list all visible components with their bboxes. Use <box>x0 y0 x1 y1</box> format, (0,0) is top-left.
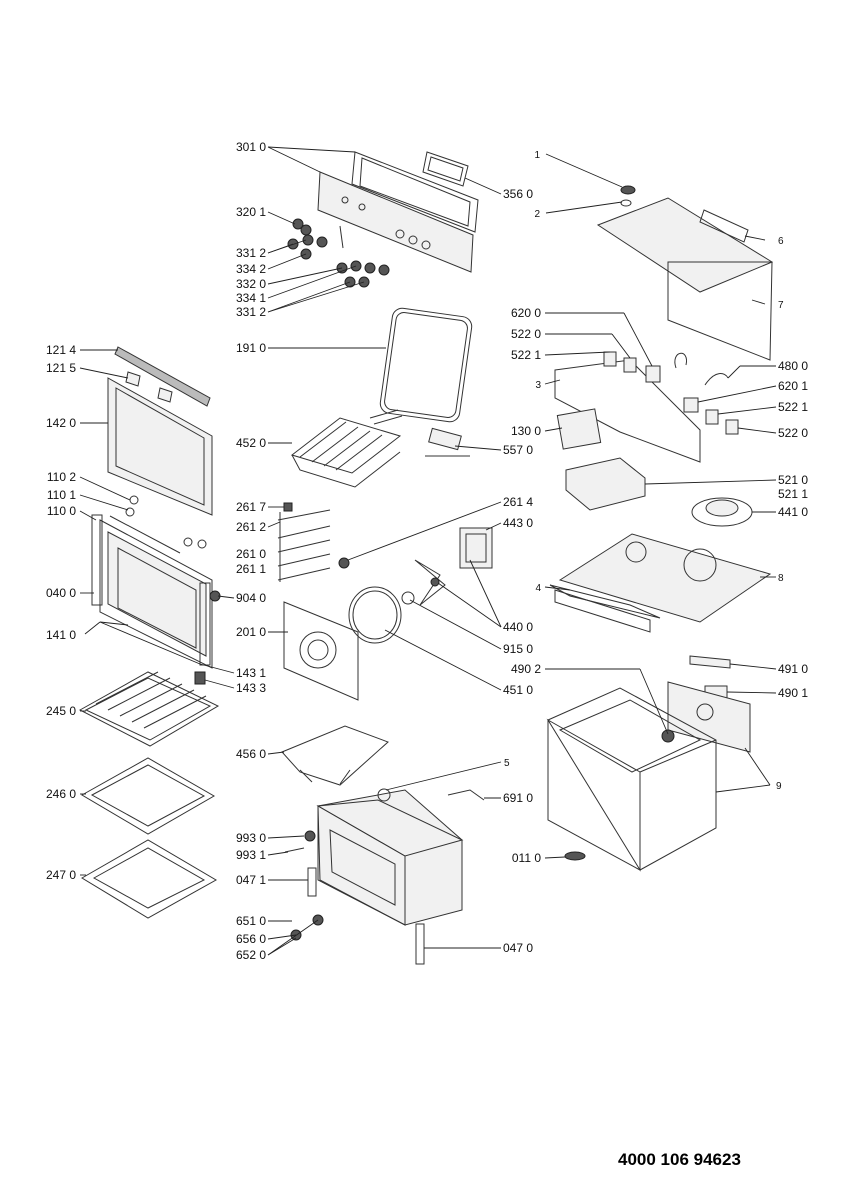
label-451-0: 451 0 <box>503 683 533 697</box>
label-246-0: 246 0 <box>46 787 76 801</box>
cavity-top-group <box>549 533 772 633</box>
label-332-0: 332 0 <box>236 277 266 291</box>
label-993-0: 993 0 <box>236 831 266 845</box>
label-521-1: 521 1 <box>778 487 808 501</box>
label-620-0: 620 0 <box>511 306 541 320</box>
label-656-0: 656 0 <box>236 932 266 946</box>
label-557-0: 557 0 <box>503 443 533 457</box>
oven-door-group <box>91 346 221 685</box>
oven-cavity <box>284 789 464 965</box>
label-6: 6 <box>778 236 784 247</box>
label-522-1-b: 522 1 <box>778 400 808 414</box>
label-7: 7 <box>778 300 784 311</box>
label-110-1: 110 1 <box>47 488 76 502</box>
part-labels: 301 0 356 0 320 1 331 2 334 2 332 0 334 … <box>46 140 808 962</box>
label-245-0: 245 0 <box>46 704 76 718</box>
label-1: 1 <box>534 150 540 161</box>
label-9: 9 <box>776 781 782 792</box>
label-141-0: 141 0 <box>46 628 76 642</box>
door-gasket <box>379 307 473 423</box>
label-047-0: 047 0 <box>503 941 533 955</box>
leader-lines <box>79 146 777 956</box>
label-2: 2 <box>534 209 540 220</box>
label-904-0: 904 0 <box>236 591 266 605</box>
outer-housing-group <box>546 655 751 872</box>
label-5: 5 <box>504 758 510 769</box>
label-334-2: 334 2 <box>236 262 266 276</box>
top-panel-group <box>596 185 774 361</box>
label-261-1: 261 1 <box>236 562 266 576</box>
label-620-1: 620 1 <box>778 379 808 393</box>
label-334-1: 334 1 <box>236 291 266 305</box>
label-261-4: 261 4 <box>503 495 533 509</box>
document-number: 4000 106 94623 <box>618 1150 741 1169</box>
label-480-0: 480 0 <box>778 359 808 373</box>
label-521-0: 521 0 <box>778 473 808 487</box>
wire-shelf <box>78 671 220 747</box>
label-993-1: 993 1 <box>236 848 266 862</box>
label-040-0: 040 0 <box>46 586 76 600</box>
label-110-0: 110 0 <box>47 504 76 518</box>
control-panel-group <box>287 151 479 288</box>
label-522-1-a: 522 1 <box>511 348 541 362</box>
label-490-2: 490 2 <box>511 662 541 676</box>
label-651-0: 651 0 <box>236 914 266 928</box>
label-201-0: 201 0 <box>236 625 266 639</box>
label-143-1: 143 1 <box>236 666 266 680</box>
label-143-3: 143 3 <box>236 681 266 695</box>
label-440-0: 440 0 <box>503 620 533 634</box>
label-121-4: 121 4 <box>46 343 76 357</box>
deep-tray <box>81 839 218 919</box>
label-261-2: 261 2 <box>236 520 266 534</box>
label-522-0-a: 522 0 <box>511 327 541 341</box>
label-452-0: 452 0 <box>236 436 266 450</box>
label-247-0: 247 0 <box>46 868 76 882</box>
label-121-5: 121 5 <box>46 361 76 375</box>
label-441-0: 441 0 <box>778 505 808 519</box>
thermostat-557 <box>425 427 470 457</box>
convection-fan-group <box>283 527 493 701</box>
label-331-2-b: 331 2 <box>236 305 266 319</box>
side-racks <box>277 502 350 582</box>
wire-runner-456 <box>281 725 389 786</box>
label-443-0: 443 0 <box>503 516 533 530</box>
label-4: 4 <box>535 583 541 594</box>
label-142-0: 142 0 <box>46 416 76 430</box>
label-261-0: 261 0 <box>236 547 266 561</box>
label-691-0: 691 0 <box>503 791 533 805</box>
baking-tray <box>80 757 216 835</box>
label-522-0-b: 522 0 <box>778 426 808 440</box>
label-047-1: 047 1 <box>236 873 266 887</box>
label-915-0: 915 0 <box>503 642 533 656</box>
label-8: 8 <box>778 573 784 584</box>
label-320-1: 320 1 <box>236 205 266 219</box>
label-261-7: 261 7 <box>236 500 266 514</box>
label-490-1: 490 1 <box>778 686 808 700</box>
label-011-0: 011 0 <box>512 851 541 865</box>
label-356-0: 356 0 <box>503 187 533 201</box>
grill-element <box>290 409 403 488</box>
label-130-0: 130 0 <box>511 424 541 438</box>
label-3: 3 <box>535 380 541 391</box>
label-456-0: 456 0 <box>236 747 266 761</box>
label-652-0: 652 0 <box>236 948 266 962</box>
label-491-0: 491 0 <box>778 662 808 676</box>
label-110-2: 110 2 <box>47 470 76 484</box>
label-301-0: 301 0 <box>236 140 266 154</box>
label-331-2-a: 331 2 <box>236 246 266 260</box>
label-191-0: 191 0 <box>236 341 266 355</box>
electronics-group <box>554 351 753 527</box>
